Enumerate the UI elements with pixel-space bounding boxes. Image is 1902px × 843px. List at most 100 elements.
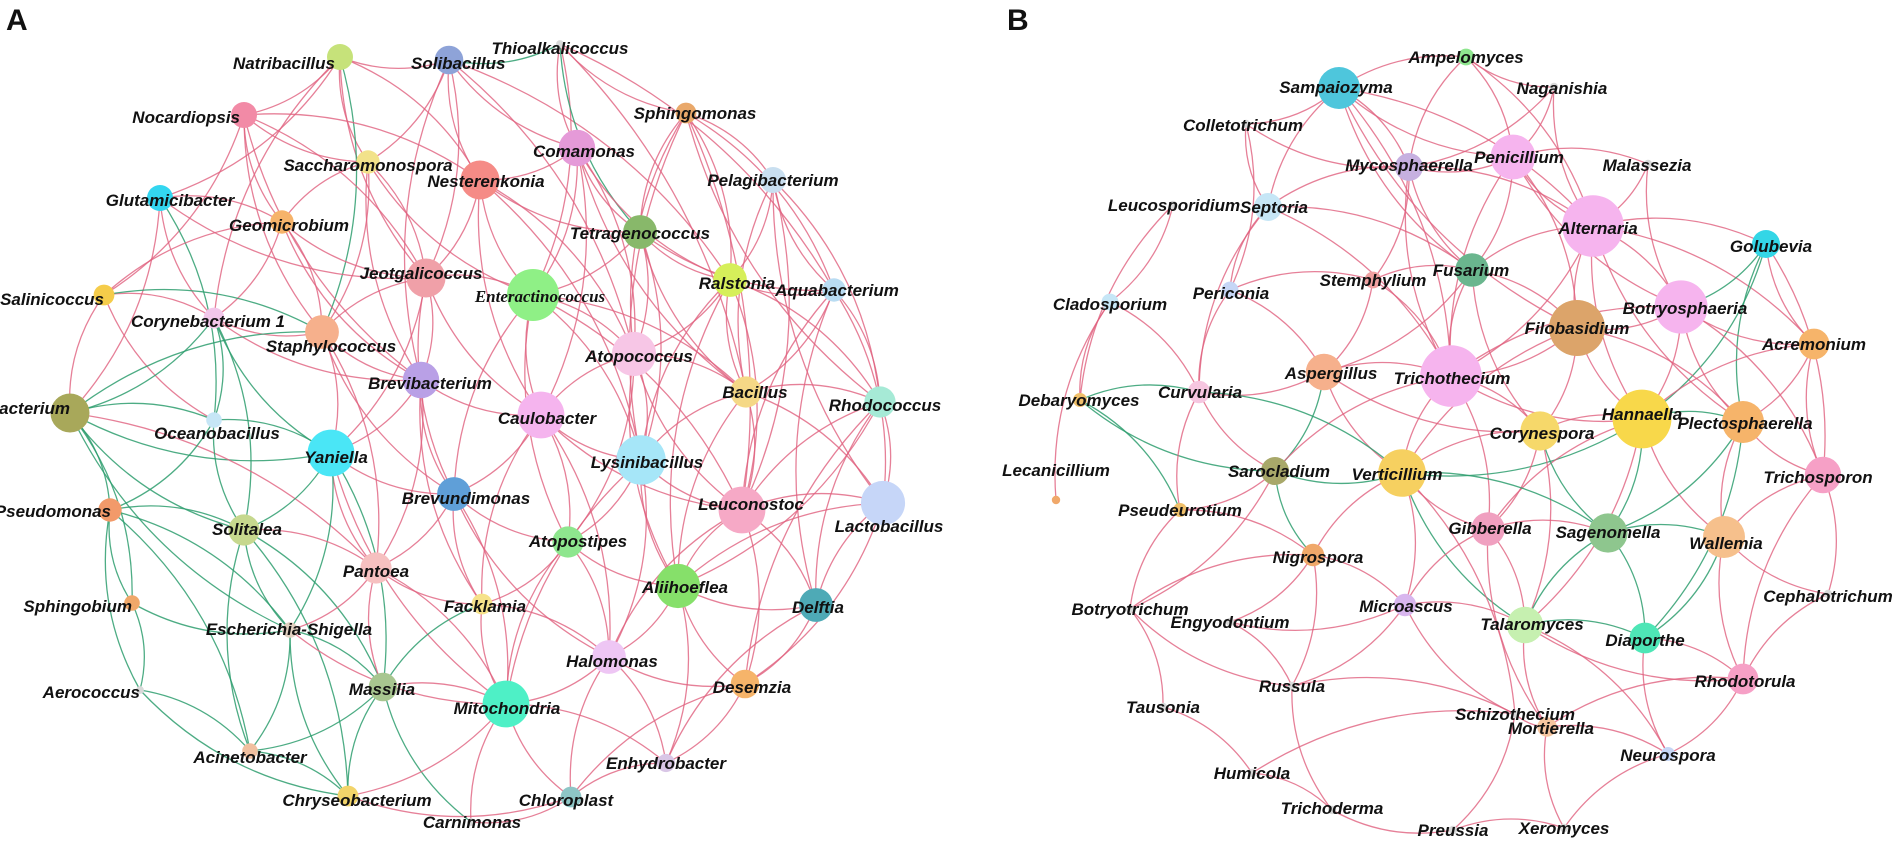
node-trichoderma xyxy=(1327,805,1337,815)
label-plectosphaerella: Plectosphaerella xyxy=(1677,414,1812,433)
edge-nesterenkonia-atopococcus xyxy=(479,179,635,355)
node-tetragenococcus xyxy=(623,215,657,249)
node-gibberella xyxy=(1471,512,1505,546)
edge-brachybacterium-solitalea xyxy=(69,412,245,531)
node-cephalotrichum xyxy=(1823,589,1833,599)
edge-wallemia-rhodotorula xyxy=(1718,536,1744,680)
edge-talaromyces-neurospora xyxy=(1524,624,1669,755)
node-colletotrichum xyxy=(1241,119,1251,129)
label-pseudomonas: Pseudomonas xyxy=(0,502,111,521)
edge-corynebacterium-1-oceanobacillus xyxy=(213,317,224,421)
edge-pseudomonas-aerococcus xyxy=(104,509,141,691)
node-filobasidium xyxy=(1549,300,1605,356)
label-colletotrichum: Colletotrichum xyxy=(1183,116,1303,135)
edge-mycosphaerella-fusarium xyxy=(1408,166,1473,271)
edge-salinicoccus-corynebacterium-1 xyxy=(103,292,215,319)
label-aerococcus: Aerococcus xyxy=(42,683,140,702)
edge-lactobacillus-aliihoeflea xyxy=(677,502,884,587)
edge-nocardiopsis-nesterenkonia xyxy=(243,113,481,181)
edge-humicola-trichoderma xyxy=(1251,772,1333,811)
node-massilia xyxy=(368,672,398,702)
label-bacillus: Bacillus xyxy=(722,383,787,402)
edge-solibacillus-comamonas xyxy=(448,59,578,149)
node-pantoea xyxy=(360,552,392,584)
edge-engyodontium-russula xyxy=(1229,621,1293,687)
edge-saccharomonospora-enteractinococcus xyxy=(367,161,534,296)
label-diaporthe: Diaporthe xyxy=(1605,631,1684,650)
label-curvularia: Curvularia xyxy=(1158,383,1242,402)
label-fusarium: Fusarium xyxy=(1433,261,1510,280)
node-enteractinococcus xyxy=(507,269,559,321)
label-sphingomonas: Sphingomonas xyxy=(634,104,757,123)
label-naganishia: Naganishia xyxy=(1517,79,1608,98)
edge-ampelomyces-mycosphaerella xyxy=(1408,56,1467,168)
edge-cladosporium-debaryomyces xyxy=(1079,301,1111,401)
node-aliihoeflea xyxy=(655,563,701,609)
label-desemzia: Desemzia xyxy=(713,678,791,697)
label-aliihoeflea: Aliihoeflea xyxy=(641,578,728,597)
edge-curvularia-sarocladium xyxy=(1198,391,1276,472)
node-trichothecium xyxy=(1420,345,1482,407)
node-comamonas xyxy=(558,129,596,167)
edge-alternaria-acremonium xyxy=(1592,225,1815,345)
node-sarocladium xyxy=(1261,457,1289,485)
node-sampaiozyma xyxy=(1318,67,1360,109)
edge-filobasidium-verticillium xyxy=(1401,327,1578,474)
edge-atopococcus-leuconostoc xyxy=(633,353,743,511)
edge-aquabacterium-bacillus xyxy=(745,289,835,393)
edge-enhydrobacter-chloroplast xyxy=(570,762,667,798)
edge-brachybacterium-oceanobacillus xyxy=(69,402,215,421)
edge-aspergillus-corynespora xyxy=(1323,371,1541,433)
edge-solibacillus-jeotgalicoccus xyxy=(425,59,460,279)
label-chryseobacterium: Chryseobacterium xyxy=(282,791,431,810)
edge-curvularia-pseudeurotium xyxy=(1176,391,1200,511)
edge-staphylococcus-brachybacterium xyxy=(69,331,323,414)
node-preussia xyxy=(1448,825,1458,835)
node-sagenomella xyxy=(1588,513,1628,553)
label-corynespora: Corynespora xyxy=(1490,424,1595,443)
node-escherichia-shigella xyxy=(282,622,298,638)
node-aerococcus xyxy=(136,686,144,694)
edge-leucosporidium-cladosporium xyxy=(1109,204,1174,303)
node-curvularia xyxy=(1187,380,1211,404)
label-sarocladium: Sarocladium xyxy=(1228,462,1330,481)
node-botryosphaeria xyxy=(1654,280,1708,334)
label-neurospora: Neurospora xyxy=(1620,746,1715,765)
node-corynebacterium-1 xyxy=(203,307,225,329)
node-acinetobacter xyxy=(242,743,258,759)
label-nesterenkonia: Nesterenkonia xyxy=(427,172,544,191)
edge-neurospora-xeromyces xyxy=(1563,753,1669,829)
edge-ralstonia-lysinibacillus xyxy=(640,279,731,461)
edge-geomicrobium-corynebacterium-1 xyxy=(213,221,283,319)
edge-septoria-curvularia xyxy=(1198,206,1269,393)
label-atopococcus: Atopococcus xyxy=(584,347,693,366)
edge-aerococcus-acinetobacter xyxy=(139,689,251,752)
edge-colletotrichum-periconia xyxy=(1229,123,1255,291)
edge-bacillus-rhodococcus xyxy=(745,383,881,403)
edge-desemzia-chloroplast xyxy=(570,683,746,798)
edge-caulobacter-halomonas xyxy=(540,414,611,658)
node-delftia xyxy=(799,588,833,622)
edge-corynebacterium-1-brevibacterium xyxy=(213,317,422,382)
edge-naganishia-mycosphaerella xyxy=(1408,86,1555,168)
label-geomicrobium: Geomicrobium xyxy=(229,216,349,235)
edge-enteractinococcus-brevundimonas xyxy=(453,294,534,495)
label-rhodococcus: Rhodococcus xyxy=(829,396,941,415)
label-corynebacterium-1: Corynebacterium 1 xyxy=(131,312,285,331)
label-caulobacter: Caulobacter xyxy=(498,409,598,428)
node-tausonia xyxy=(1158,702,1168,712)
label-nigrospora: Nigrospora xyxy=(1273,548,1364,567)
edge-talaromyces-rhodotorula xyxy=(1524,624,1744,682)
edge-corynebacterium-1-brachybacterium xyxy=(69,317,215,414)
panel-a-nodes xyxy=(50,40,906,826)
edge-aerococcus-chryseobacterium xyxy=(139,689,349,797)
label-glutamicibacter: Glutamicibacter xyxy=(106,191,236,210)
label-rhodotorula: Rhodotorula xyxy=(1694,672,1795,691)
node-lecanicillium xyxy=(1051,495,1061,505)
edge-ralstonia-rhodococcus xyxy=(729,279,881,403)
node-trichosporon xyxy=(1804,456,1842,494)
edge-facklamia-massilia xyxy=(382,603,483,688)
label-preussia: Preussia xyxy=(1418,821,1489,840)
